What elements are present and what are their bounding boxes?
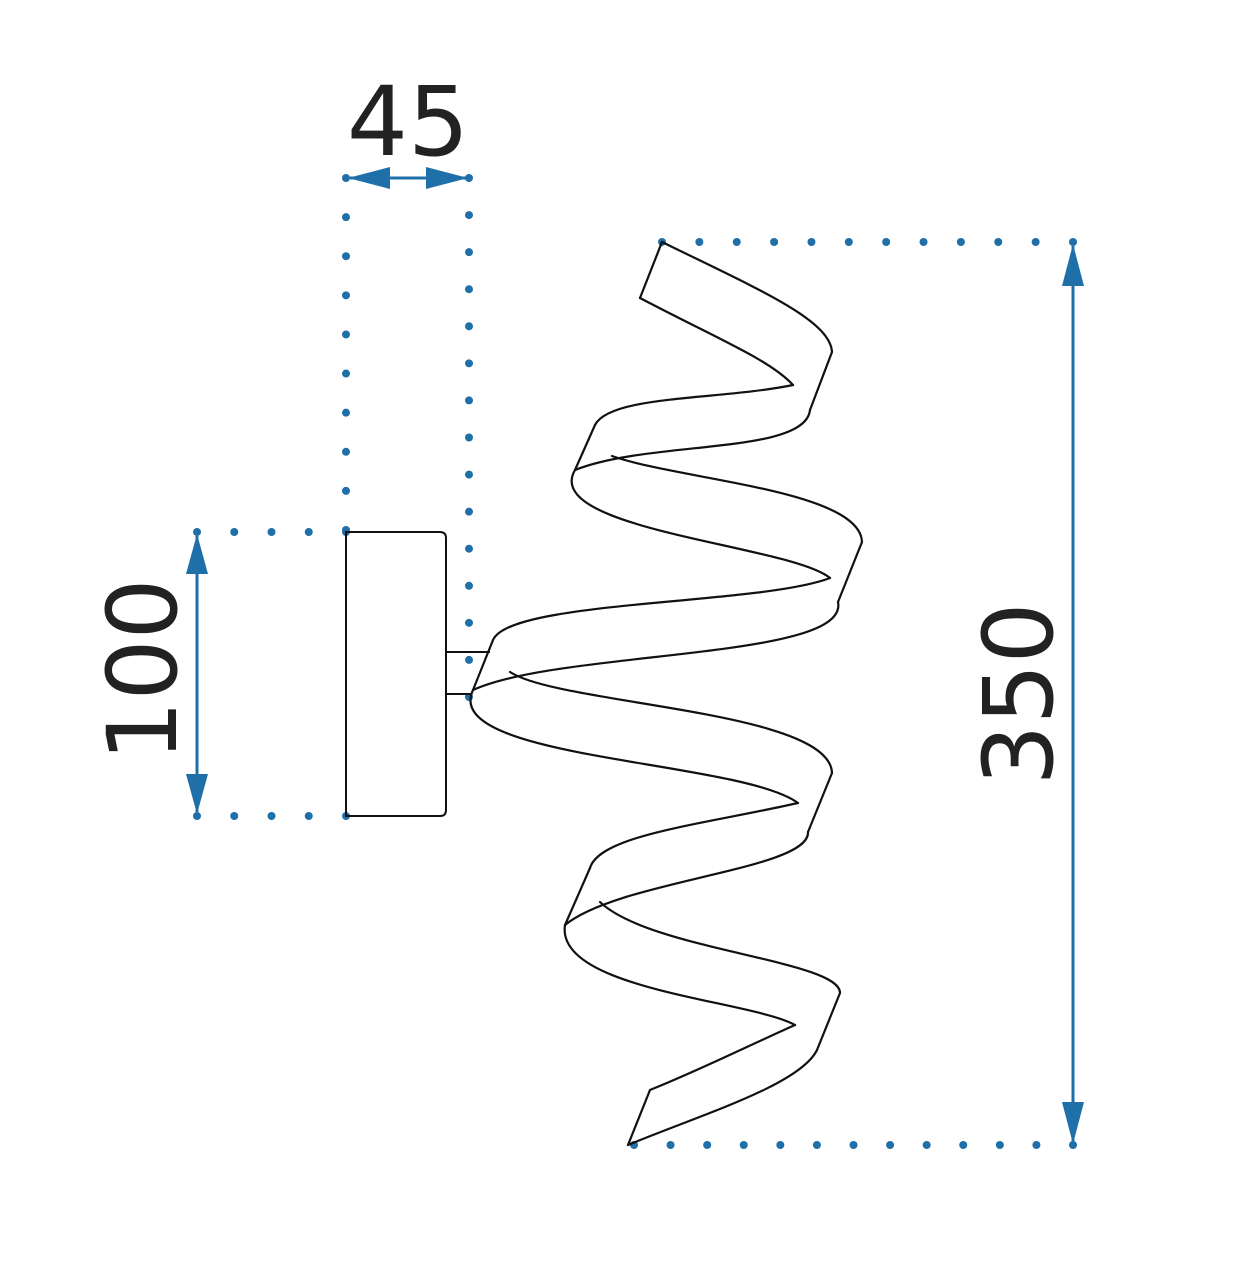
extension-dot [666, 1141, 675, 1149]
wall-mount-plate [345, 531, 447, 817]
spiral-ribbon-lamp [469, 240, 864, 1147]
extension-dot [739, 1141, 748, 1149]
arrow-right-icon [426, 167, 468, 189]
extension-dot [465, 248, 473, 257]
extension-dot [342, 291, 350, 300]
arrow-down-icon [186, 774, 208, 814]
extension-dot [342, 447, 350, 456]
extension-dot [919, 238, 928, 246]
extension-dot [1069, 1141, 1077, 1149]
extension-dot [304, 812, 313, 820]
extension-dot [342, 252, 350, 261]
extension-dot [465, 359, 473, 368]
extension-dot [230, 528, 239, 536]
arrow-down-icon [1062, 1102, 1084, 1144]
dimension-arrows [186, 167, 1084, 1144]
total-height-label: 350 [963, 602, 1075, 785]
arrow-left-icon [348, 167, 390, 189]
extension-dot [193, 812, 201, 820]
extension-dot [342, 213, 350, 222]
extension-dot [812, 1141, 821, 1149]
extension-dot [342, 408, 350, 417]
extension-dot [465, 174, 473, 182]
extension-dot [956, 238, 965, 246]
extension-dot [922, 1141, 931, 1149]
extension-dot [807, 238, 816, 246]
extension-dot [193, 528, 201, 536]
extension-dot [342, 486, 350, 495]
extension-dot [465, 211, 473, 220]
extension-dot [342, 369, 350, 378]
extension-dot [342, 174, 350, 182]
extension-dot [465, 396, 473, 405]
extension-dot [465, 507, 473, 516]
extension-dot [886, 1141, 895, 1149]
extension-dot [959, 1141, 968, 1149]
arrow-up-icon [1062, 244, 1084, 286]
extension-dot [703, 1141, 712, 1149]
extension-dot [465, 470, 473, 479]
dotted-extension-lines [193, 174, 1077, 1149]
extension-dot [1032, 1141, 1041, 1149]
extension-dot [230, 812, 239, 820]
extension-dot [844, 238, 853, 246]
depth-label: 45 [347, 66, 469, 178]
extension-dot [849, 1141, 858, 1149]
extension-dot [267, 812, 276, 820]
extension-dot [882, 238, 891, 246]
extension-dot [994, 238, 1003, 246]
extension-dot [465, 581, 473, 590]
extension-dot [695, 238, 704, 246]
extension-dot [465, 618, 473, 627]
extension-dot [995, 1141, 1004, 1149]
extension-dot [465, 655, 473, 664]
mount-height-label: 100 [87, 578, 199, 761]
extension-dot [465, 322, 473, 331]
extension-dot [465, 544, 473, 553]
extension-dot [776, 1141, 785, 1149]
extension-dot [465, 285, 473, 294]
arrow-up-icon [186, 534, 208, 574]
extension-dot [732, 238, 741, 246]
extension-dot [342, 330, 350, 339]
mount-arm [446, 651, 490, 695]
extension-dot [267, 528, 276, 536]
extension-dot [304, 528, 313, 536]
extension-dot [1069, 238, 1077, 246]
extension-dot [465, 433, 473, 442]
extension-dot [770, 238, 779, 246]
extension-dot [1031, 238, 1040, 246]
